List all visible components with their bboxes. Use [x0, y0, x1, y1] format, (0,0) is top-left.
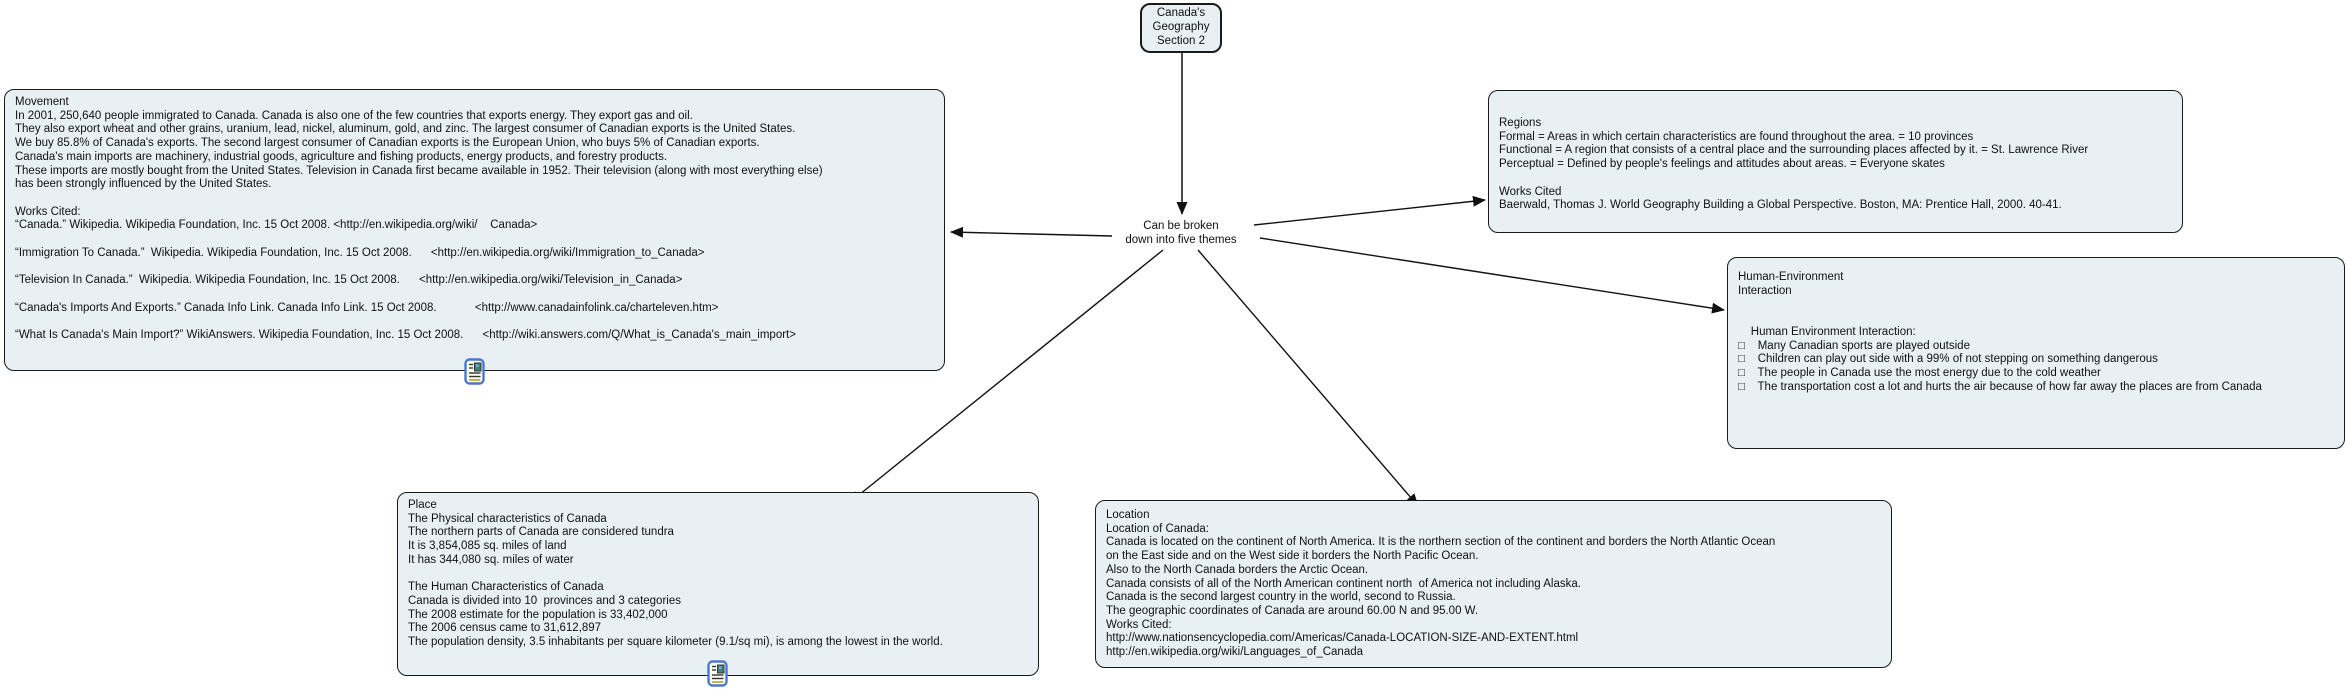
node-title: Human-Environment Interaction — [1738, 271, 1844, 297]
theme-node-regions[interactable]: Regions Formal = Areas in which certain … — [1488, 90, 2183, 233]
connector-hub-to-location — [1197, 249, 1419, 507]
note-icon[interactable] — [464, 358, 485, 385]
theme-node-human-environment-interaction[interactable]: Human-Environment Interaction Human Envi… — [1727, 257, 2345, 449]
node-body: Location of Canada: Canada is located on… — [1106, 522, 1776, 659]
connector-hub-to-place — [848, 249, 1164, 504]
node-title: Place — [408, 499, 437, 511]
connector-hub-to-movement — [950, 226, 1113, 238]
root-node-canadas-geography[interactable]: Canada's Geography Section 2 — [1140, 3, 1222, 53]
node-title: Movement — [15, 96, 69, 108]
theme-node-place[interactable]: Place The Physical characteristics of Ca… — [397, 492, 1039, 676]
node-body: The Physical characteristics of Canada T… — [408, 512, 943, 649]
theme-node-location[interactable]: Location Location of Canada: Canada is l… — [1095, 500, 1892, 668]
node-body: Formal = Areas in which certain characte… — [1499, 130, 2089, 212]
note-icon[interactable] — [707, 660, 728, 687]
connector-hub-to-regions — [1253, 195, 1486, 226]
node-body: Human Environment Interaction: □ Many Ca… — [1738, 325, 2262, 393]
root-node-label: Canada's Geography Section 2 — [1152, 7, 1210, 47]
node-title: Regions — [1499, 117, 1542, 129]
node-body: In 2001, 250,640 people immigrated to Ca… — [15, 109, 823, 341]
connector-hub-to-human-environment — [1259, 237, 1725, 314]
node-title: Location — [1106, 509, 1150, 521]
theme-node-movement[interactable]: Movement In 2001, 250,640 people immigra… — [4, 89, 945, 371]
hub-node-five-themes[interactable]: Can be broken down into five themes — [1125, 220, 1237, 246]
